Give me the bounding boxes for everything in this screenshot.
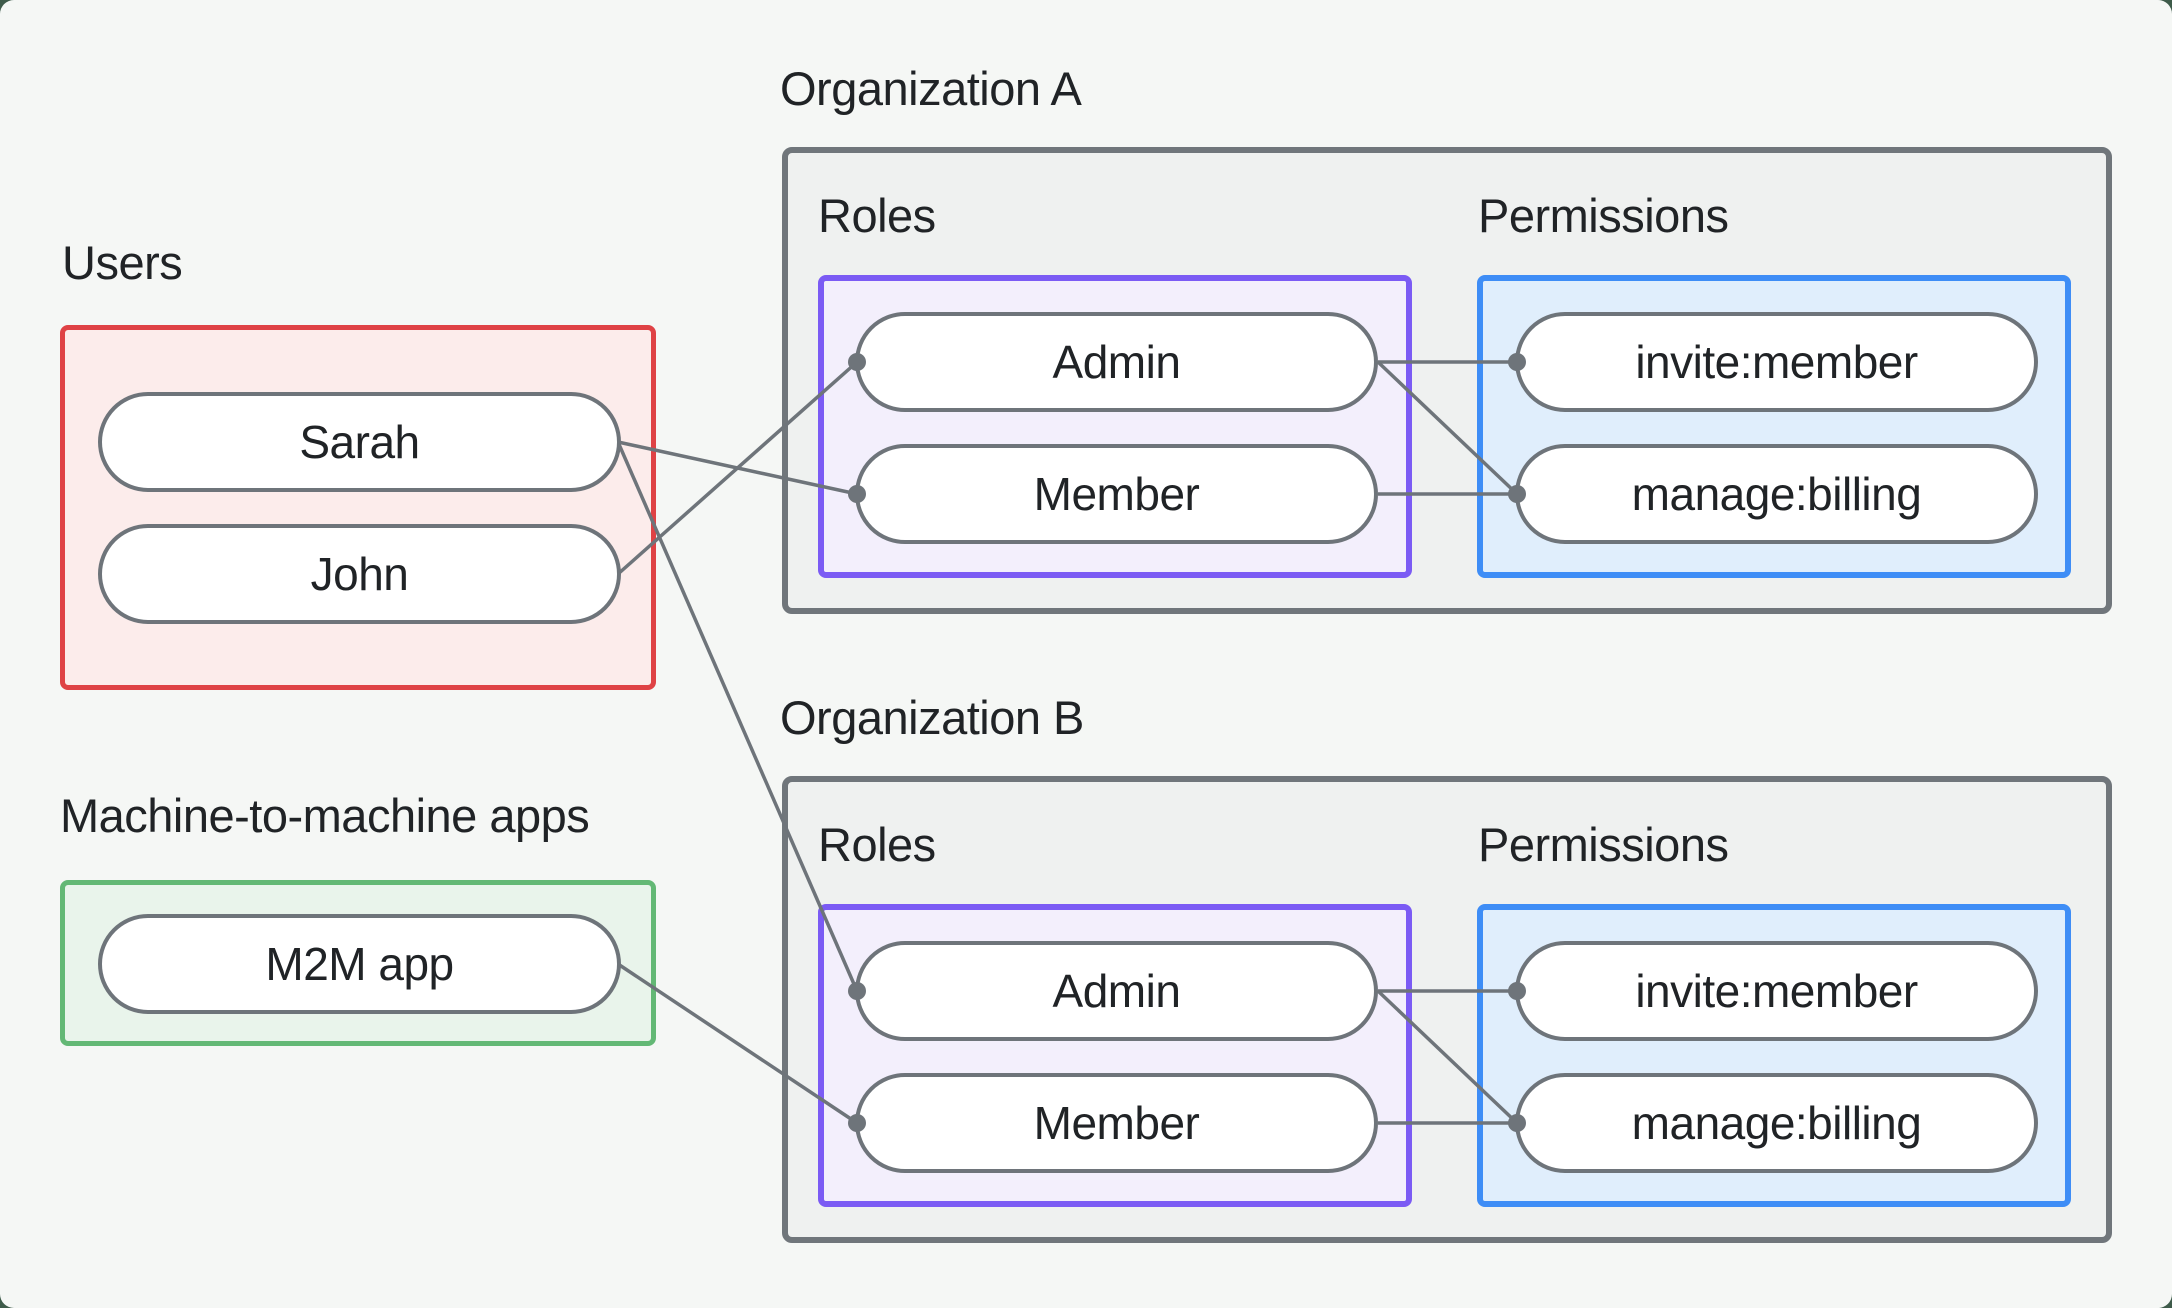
node-org-a-role-member: Member (855, 444, 1378, 544)
node-org-b-role-admin: Admin (855, 941, 1378, 1041)
dot-orga-admin (848, 353, 866, 371)
node-user-john: John (98, 524, 621, 624)
node-org-b-role-member: Member (855, 1073, 1378, 1173)
node-org-a-role-admin: Admin (855, 312, 1378, 412)
users-group-box (60, 325, 656, 690)
edge-m2m-orgb-member (617, 962, 858, 1125)
dot-orga-member (848, 485, 866, 503)
org-a-roles-label: Roles (818, 189, 936, 242)
node-user-sarah: Sarah (98, 392, 621, 492)
edge-orgb-admin-billing (1376, 989, 1519, 1125)
dot-orga-invite-member (1508, 353, 1526, 371)
node-org-a-permission-manage-billing: manage:billing (1515, 444, 2038, 544)
edge-sarah-orgb-admin (616, 441, 859, 992)
org-b-permissions-label: Permissions (1478, 818, 1729, 871)
dot-orgb-admin (848, 982, 866, 1000)
edge-orga-admin-billing (1376, 360, 1519, 496)
edge-john-orga-admin (616, 360, 859, 576)
org-a-permissions-label: Permissions (1478, 189, 1729, 242)
org-b-roles-label: Roles (818, 818, 936, 871)
org-a-title: Organization A (780, 62, 1082, 115)
org-b-title: Organization B (780, 691, 1084, 744)
node-org-b-permission-manage-billing: manage:billing (1515, 1073, 2038, 1173)
dot-orgb-manage-billing (1508, 1114, 1526, 1132)
node-m2m-app: M2M app (98, 914, 621, 1014)
node-org-b-permission-invite-member: invite:member (1515, 941, 2038, 1041)
dot-orga-manage-billing (1508, 485, 1526, 503)
m2m-section-label: Machine-to-machine apps (60, 789, 590, 842)
dot-orgb-invite-member (1508, 982, 1526, 1000)
node-org-a-permission-invite-member: invite:member (1515, 312, 2038, 412)
users-section-label: Users (62, 236, 183, 289)
dot-orgb-member (848, 1114, 866, 1132)
